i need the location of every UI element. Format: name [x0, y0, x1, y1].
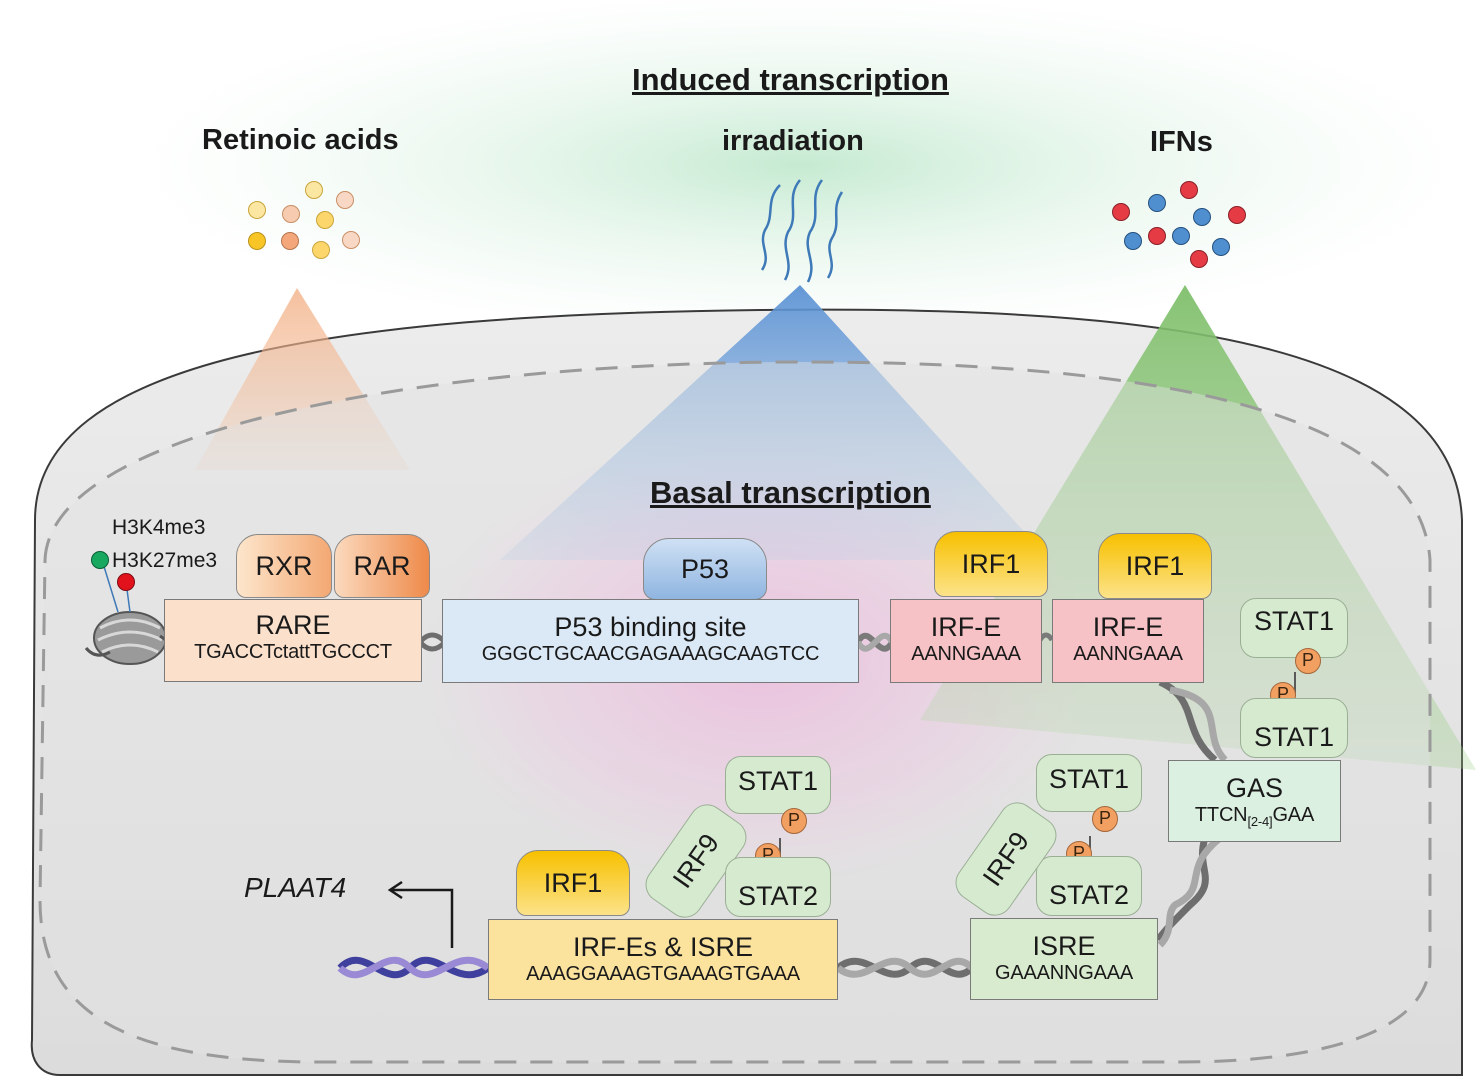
ifn-molecule [1112, 203, 1130, 221]
stat1-protein: STAT1 [1240, 698, 1348, 758]
retinoic-acids-label: Retinoic acids [202, 124, 399, 156]
irradiation-cone [500, 285, 1050, 560]
gas-seq-spacer: [2-4] [1247, 814, 1273, 829]
ifn-molecule [1190, 250, 1208, 268]
p53-protein: P53 [643, 538, 767, 600]
ifn-molecule [1180, 181, 1198, 199]
irf-e-name: IRF-E [1092, 612, 1164, 642]
isre-sequence: GAAANNGAAA [994, 962, 1134, 984]
p53-binding-site: P53 binding site GGGCTGCAACGAGAAAGCAAGTC… [442, 599, 859, 683]
rare-sequence: TGACCTctattTGCCCT [194, 641, 392, 663]
h3k27me3-label: H3K27me3 [112, 549, 218, 572]
phospho-icon: P [1295, 648, 1321, 674]
stat2-protein: STAT2 [725, 857, 831, 917]
retinoic-molecule [336, 191, 354, 209]
ifn-molecule [1193, 208, 1211, 226]
ifn-molecule [1212, 238, 1230, 256]
arrow-head-icon [387, 880, 403, 900]
irradiation-waves [760, 179, 844, 283]
stat1-protein: STAT1 [725, 756, 831, 814]
induced-transcription-title: Induced transcription [632, 62, 949, 97]
induced-glow [120, 0, 1476, 340]
retinoic-molecule [248, 232, 266, 250]
h3k4me3-mark [91, 551, 109, 569]
retinoic-molecule [281, 232, 299, 250]
ifn-molecule [1228, 206, 1246, 224]
basal-transcription-title: Basal transcription [650, 475, 931, 510]
irf-es-isre-element: IRF-Es & ISRE AAAGGAAAGTGAAAGTGAAA [488, 919, 838, 1000]
ifn-molecule [1148, 227, 1166, 245]
phospho-icon: P [1092, 806, 1118, 832]
h3k4me3-label: H3K4me3 [112, 516, 206, 539]
isre-name: ISRE [1032, 931, 1096, 961]
gene-label-plaat4: PLAAT4 [244, 872, 347, 903]
retinoic-molecule [342, 231, 360, 249]
retinoic-molecule [248, 201, 266, 219]
gas-seq-prefix: TTCN [1194, 804, 1248, 826]
rar-protein: RAR [334, 534, 430, 598]
irf-e-sequence: AANNGAAA [911, 643, 1021, 665]
ifn-molecule [1172, 227, 1190, 245]
irf1-protein: IRF1 [516, 850, 630, 916]
h3k27me3-mark [117, 573, 135, 591]
irf1-protein: IRF1 [1098, 533, 1212, 599]
p53-site-name: P53 binding site [554, 612, 747, 642]
stat2-protein: STAT2 [1036, 856, 1142, 916]
retinoic-molecule [282, 205, 300, 223]
ifns-label: IFNs [1150, 126, 1213, 158]
ifn-molecule [1148, 194, 1166, 212]
gas-element: GAS TTCN[2-4]GAA [1168, 760, 1341, 842]
dna-strand [337, 632, 1228, 979]
irf-e-name: IRF-E [930, 612, 1002, 642]
retinoic-molecule [305, 181, 323, 199]
ifn-molecule [1124, 232, 1142, 250]
irf-e-sequence: AANNGAAA [1073, 643, 1183, 665]
irf-es-isre-name: IRF-Es & ISRE [572, 932, 754, 962]
stat1-protein: STAT1 [1240, 598, 1348, 658]
phospho-icon: P [781, 808, 807, 834]
gas-sequence: TTCN[2-4]GAA [1169, 803, 1340, 834]
retinoic-molecule [316, 211, 334, 229]
rare-element: RARE TGACCTctattTGCCCT [164, 599, 422, 682]
rare-name: RARE [255, 610, 331, 640]
stat1-protein: STAT1 [1036, 754, 1142, 812]
irradiation-label: irradiation [722, 125, 864, 157]
isre-element: ISRE GAAANNGAAA [970, 918, 1158, 1000]
retinoic-cone [195, 288, 410, 470]
irf-es-isre-sequence: AAAGGAAAGTGAAAGTGAAA [526, 963, 800, 985]
gas-name: GAS [1225, 773, 1284, 803]
p53-site-sequence: GGGCTGCAACGAGAAAGCAAGTCC [481, 643, 820, 665]
rxr-protein: RXR [236, 534, 332, 598]
transcription-start-arrow [392, 888, 454, 948]
irf-e-element: IRF-E AANNGAAA [890, 599, 1042, 683]
irf1-protein: IRF1 [934, 531, 1048, 597]
gas-seq-suffix: GAA [1272, 804, 1315, 826]
irf-e-element: IRF-E AANNGAAA [1052, 599, 1204, 683]
retinoic-molecule [312, 241, 330, 259]
